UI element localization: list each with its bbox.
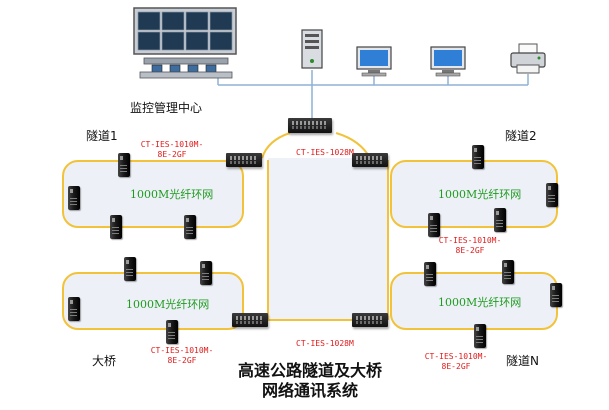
industrial-switch-icon [68,186,80,210]
rack-switch-icon [226,153,262,167]
industrial-switch-icon [550,283,562,307]
ring-name-tunnel-1: 隧道1 [86,129,118,143]
industrial-switch-icon [424,262,436,286]
industrial-switch-icon [124,257,136,281]
fiber-core-left [261,132,291,159]
industrial-switch-icon [68,297,80,321]
ring-label-tunnel-2: 1000M光纤环网 [438,188,522,201]
industrial-switch-icon [200,261,212,285]
video-wall-icon [133,7,237,79]
backbone-band [268,158,388,320]
industrial-switch-icon [166,320,178,344]
ring-name-bridge: 大桥 [92,354,117,368]
monitoring-center-label: 监控管理中心 [130,101,203,115]
industrial-switch-icon [110,215,122,239]
rack-switch-icon [352,313,388,327]
industrial-switch-icon [474,324,486,348]
industrial-switch-icon [472,145,484,169]
ring-tunnel-1 [62,160,244,228]
workstation-icon [356,46,392,77]
core-switch-model-top: CT-IES-1028M [296,148,354,157]
ring-model-bridge: CT-IES-1010M-8E-2GF [150,346,214,366]
server-icon [301,29,323,69]
model-text: CT-IES-1010M-8E-2GF [150,346,214,365]
title-line-1: 高速公路隧道及大桥 [237,361,382,380]
ring-label-bridge: 1000M光纤环网 [126,298,210,311]
industrial-switch-icon [546,183,558,207]
ring-model-tunnel-1: CT-IES-1010M-8E-2GF [140,140,204,160]
ring-model-tunnel-2: CT-IES-1010M-8E-2GF [438,236,502,256]
rack-switch-icon [288,118,332,133]
core-switch-model-bottom: CT-IES-1028M [296,339,354,348]
model-text: CT-IES-1010M-8E-2GF [424,352,488,371]
printer-icon [510,43,546,74]
industrial-switch-icon [428,213,440,237]
ring-name-tunnel-n: 隧道N [506,354,539,368]
diagram-title: 高速公路隧道及大桥 网络通讯系统 [220,361,400,401]
ring-label-tunnel-1: 1000M光纤环网 [130,188,214,201]
rack-switch-icon [352,153,388,167]
ring-label-tunnel-n: 1000M光纤环网 [438,296,522,309]
industrial-switch-icon [118,153,130,177]
industrial-switch-icon [502,260,514,284]
ring-name-tunnel-2: 隧道2 [505,129,537,143]
model-text: CT-IES-1010M-8E-2GF [140,140,204,159]
ring-model-tunnel-n: CT-IES-1010M-8E-2GF [424,352,488,372]
industrial-switch-icon [184,215,196,239]
workstation-icon [430,46,466,77]
ring-bridge [62,272,244,330]
title-line-2: 网络通讯系统 [261,381,358,400]
rack-switch-icon [232,313,268,327]
model-text: CT-IES-1010M-8E-2GF [438,236,502,255]
industrial-switch-icon [494,208,506,232]
